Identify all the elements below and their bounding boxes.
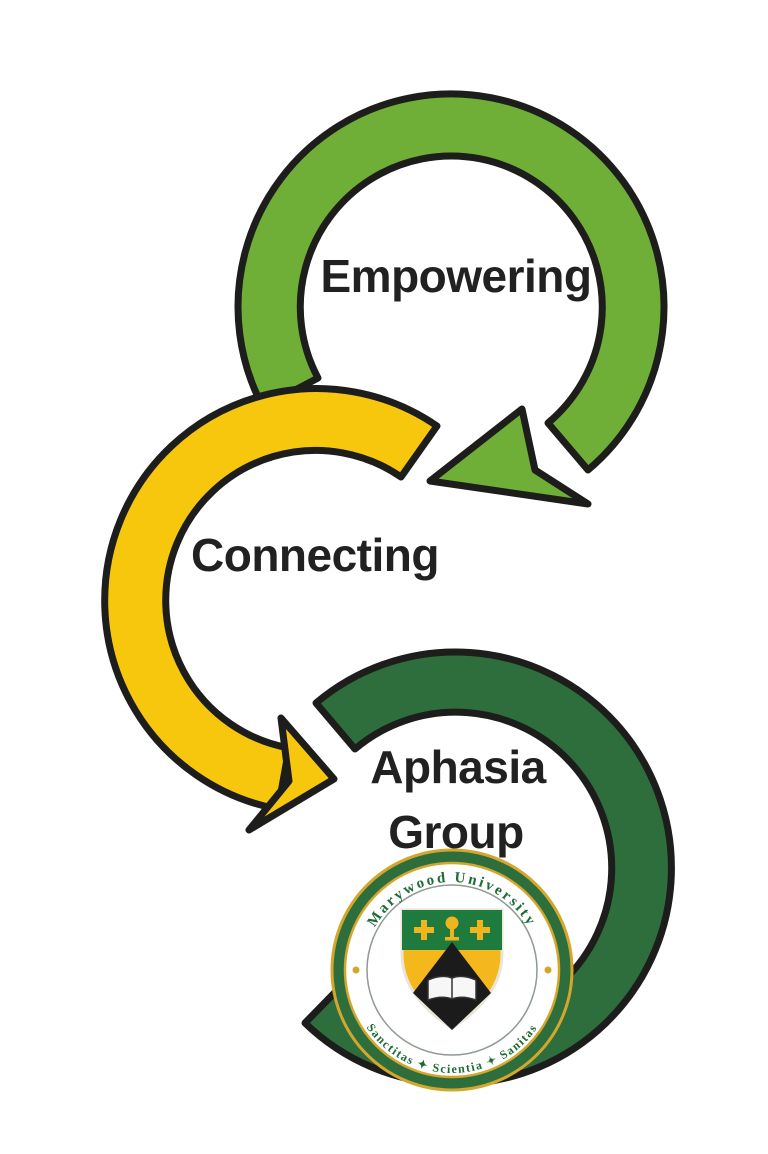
aphasia-ring-band	[301, 648, 675, 1088]
connecting-label: Connecting	[191, 529, 439, 581]
empowering-arrowhead-icon	[426, 405, 592, 508]
connecting-arrowhead-icon	[245, 714, 338, 834]
group-label: Group	[388, 806, 523, 858]
connecting-arrow-ring	[101, 385, 441, 834]
empowering-ring-band	[234, 90, 668, 474]
marywood-university-seal: Marywood University Sanctitas ✦ Scientia…	[330, 848, 574, 1092]
monstrance-icon	[445, 916, 459, 941]
aphasia-group-ring	[301, 648, 675, 1088]
seal-right-flower-icon	[544, 966, 552, 974]
seal-left-flower-icon	[352, 966, 360, 974]
aphasia-label: Aphasia	[370, 741, 546, 793]
empowering-arrow-ring	[234, 90, 668, 508]
cross-fleury-left-icon	[414, 920, 434, 940]
cross-fleury-right-icon	[470, 920, 490, 940]
seal-shield	[400, 908, 504, 1030]
connecting-ring-band	[101, 385, 441, 813]
empowering-label: Empowering	[320, 250, 591, 302]
